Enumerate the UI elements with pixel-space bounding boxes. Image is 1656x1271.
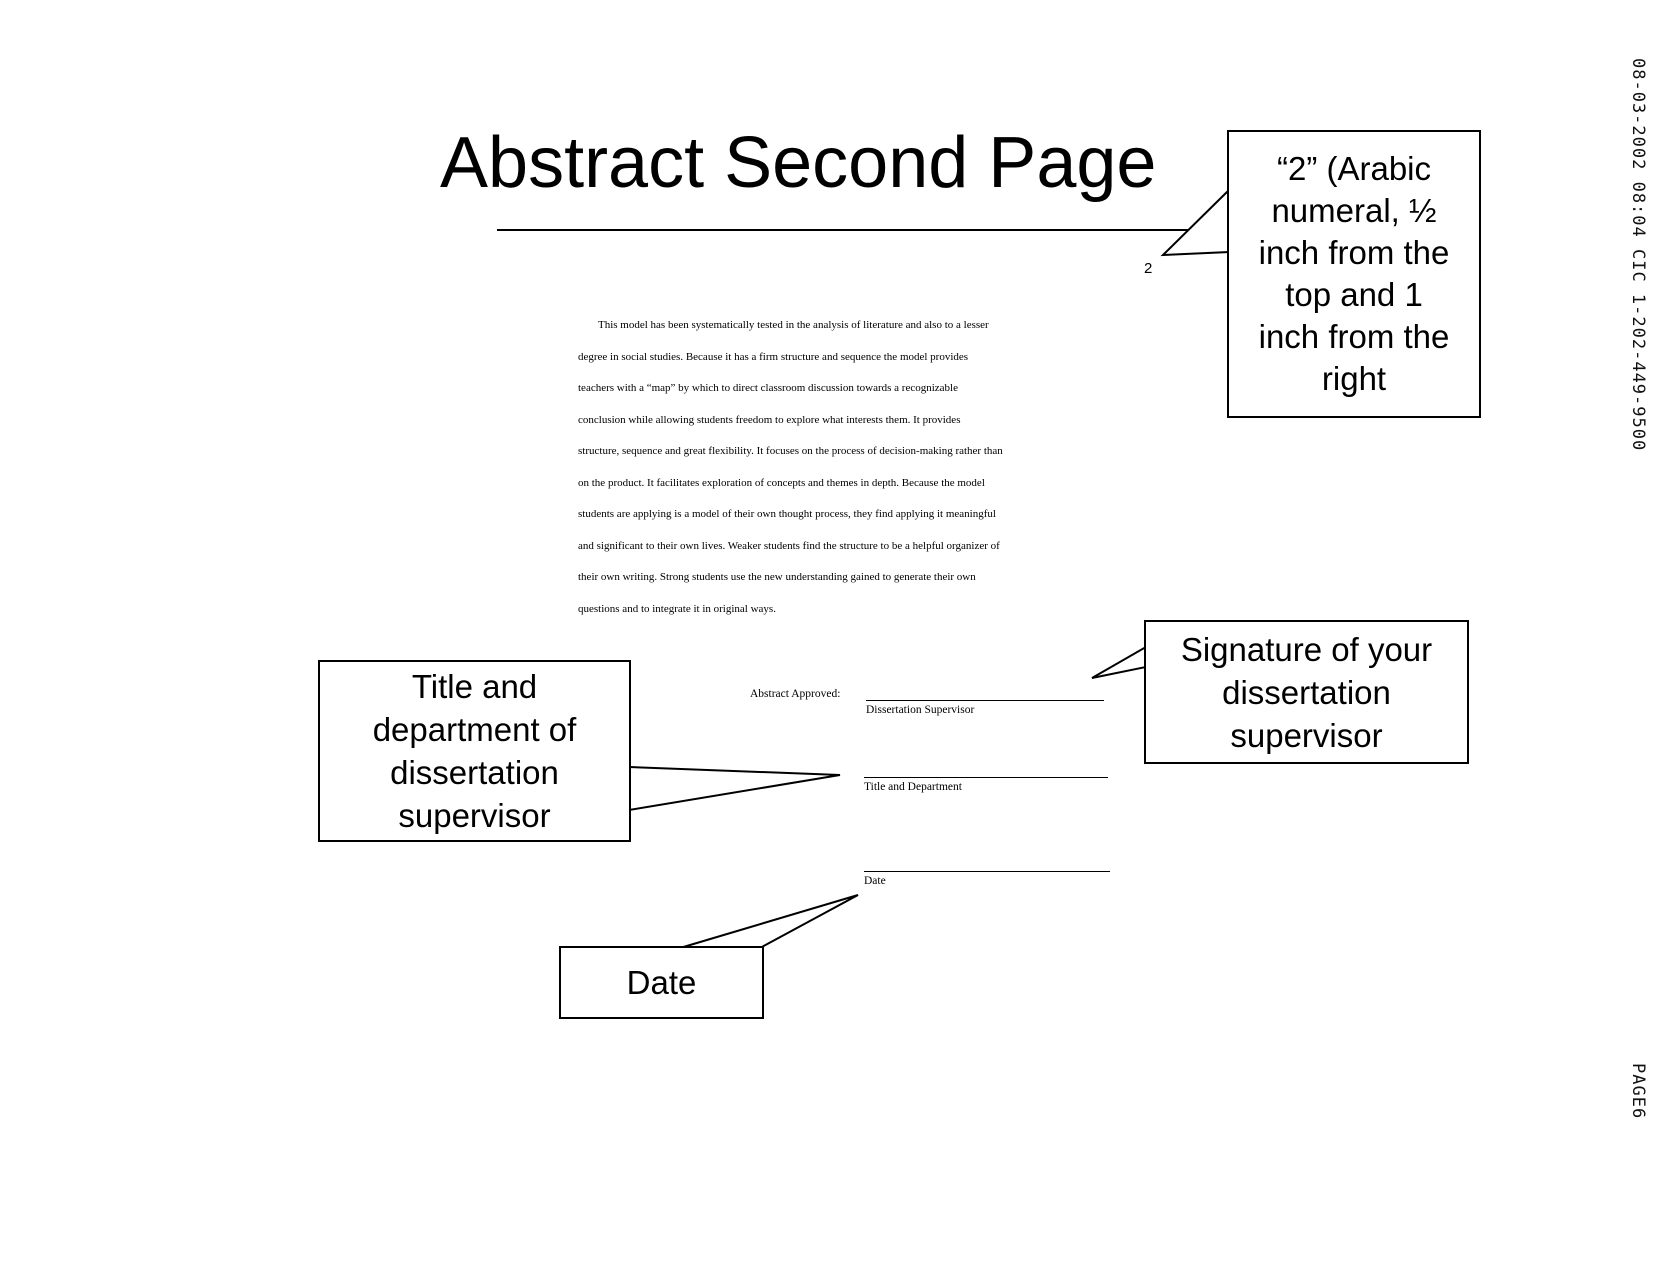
callout-line: inch from the [1258, 318, 1450, 355]
callout-line: supervisor [398, 797, 551, 834]
callout-line: department of [372, 711, 577, 748]
abstract-line: their own writing. Strong students use t… [578, 571, 976, 583]
supervisor-signature-line [866, 700, 1104, 701]
page-number-callout: “2” (Arabic numeral, ½ inch from the top… [1227, 130, 1481, 418]
fax-page-number: PAGE6 [1628, 1063, 1648, 1120]
abstract-line: teachers with a “map” by which to direct… [578, 382, 958, 394]
callout-line: Signature of your [1180, 630, 1433, 668]
callout-line: dissertation [390, 754, 559, 791]
callout-line: Date [626, 963, 697, 1001]
signature-callout: Signature of your dissertation superviso… [1144, 620, 1469, 764]
abstract-line: on the product. It facilitates explorati… [578, 476, 985, 489]
signature-pointer [1091, 645, 1147, 679]
callout-line: top and 1 [1285, 276, 1423, 313]
abstract-line: This model has been systematically teste… [598, 319, 989, 331]
date-label: Date [864, 875, 886, 887]
date-pointer [679, 894, 859, 949]
callout-line: “2” (Arabic [1276, 150, 1432, 187]
title-department-label: Title and Department [864, 781, 962, 793]
fax-header: 08-03-2002 08:04 CIC 1-202-449-9500 [1628, 58, 1648, 452]
callout-line: numeral, ½ [1271, 192, 1437, 229]
abstract-line: questions and to integrate it in origina… [578, 602, 776, 615]
title-underline [497, 229, 1197, 231]
callout-line: dissertation [1222, 673, 1391, 711]
abstract-line: and significant to their own lives. Weak… [578, 539, 1000, 552]
title-dept-pointer [628, 765, 841, 812]
title-department-callout: Title and department of dissertation sup… [318, 660, 631, 842]
callout-line: Title and [411, 668, 538, 705]
callout-line: right [1321, 360, 1387, 397]
page-number-pointer [1160, 187, 1230, 257]
abstract-line: structure, sequence and great flexibilit… [578, 445, 1003, 457]
page-number: 2 [1144, 260, 1153, 277]
abstract-line: degree in social studies. Because it has… [578, 350, 969, 363]
title-department-line [864, 777, 1108, 778]
date-line [864, 871, 1110, 872]
callout-line: supervisor [1230, 716, 1383, 754]
date-callout: Date [559, 946, 764, 1019]
supervisor-label: Dissertation Supervisor [866, 704, 975, 716]
abstract-approved-label: Abstract Approved: [750, 688, 841, 700]
abstract-line: conclusion while allowing students freed… [578, 413, 961, 426]
abstract-line: students are applying is a model of thei… [578, 508, 996, 520]
callout-line: inch from the [1258, 234, 1450, 271]
slide-title: Abstract Second Page [440, 123, 1157, 203]
abstract-body: This model has been systematically teste… [578, 310, 1108, 625]
